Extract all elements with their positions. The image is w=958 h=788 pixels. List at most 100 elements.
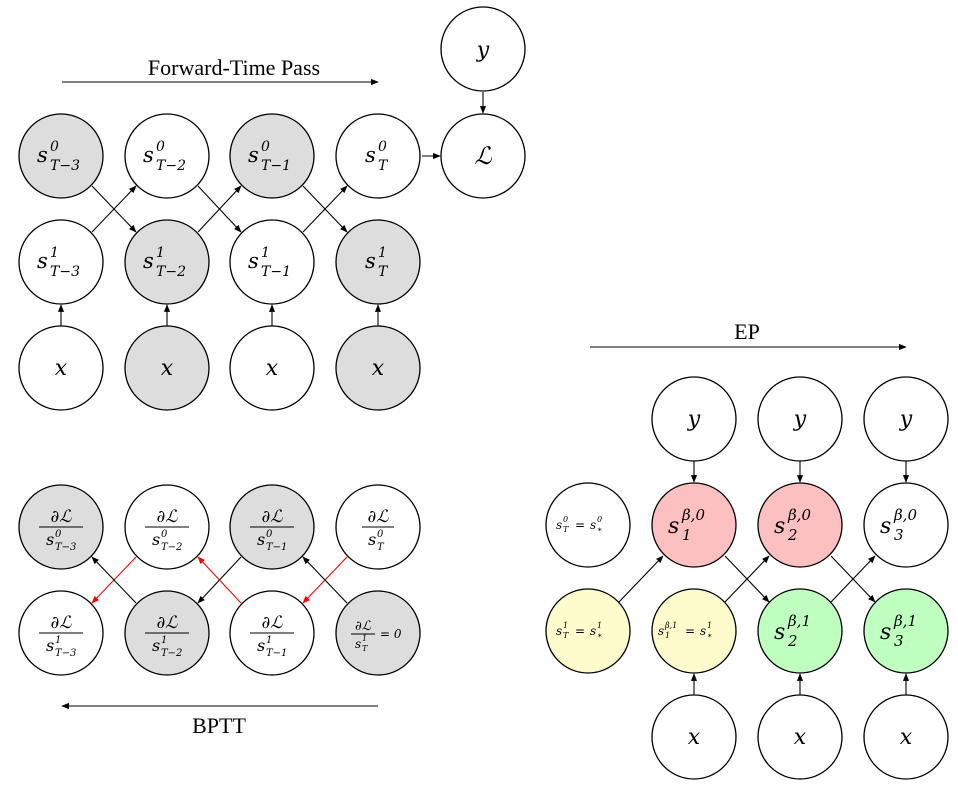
node-dL-ds0-t3: ∂ℒ s 0 T−3 xyxy=(18,484,104,570)
node-s0-t3: s 0 T−3 xyxy=(18,113,104,199)
edge-d1t1-to-d0t2 xyxy=(197,556,242,604)
node-dL-ds1-t3: ∂ℒ s 1 T−3 xyxy=(18,590,104,676)
svg-text:1: 1 xyxy=(597,621,602,630)
svg-text:0: 0 xyxy=(377,529,384,540)
svg-text:s: s xyxy=(143,249,154,273)
node-dL-ds1-t: ∂ℒ s 1 T = 0 xyxy=(335,590,421,676)
svg-text:0: 0 xyxy=(597,515,602,524)
node-x-1: x xyxy=(18,325,104,411)
node-dL-ds1-t1: ∂ℒ s 1 T−1 xyxy=(229,590,315,676)
node-dL-ds1-t2: ∂ℒ s 1 T−2 xyxy=(124,590,210,676)
node-y-forward: y xyxy=(440,6,526,92)
svg-text:s: s xyxy=(590,624,596,638)
svg-text:ℒ: ℒ xyxy=(474,142,492,170)
svg-text:s: s xyxy=(257,636,265,655)
svg-text:0: 0 xyxy=(563,515,568,524)
svg-text:T: T xyxy=(378,264,389,280)
edge-ep-s1t-to-s1b0 xyxy=(618,555,664,603)
node-ep-s2-b1: s β,1 2 xyxy=(757,588,843,674)
svg-text:T−3: T−3 xyxy=(50,264,80,280)
svg-text:T−1: T−1 xyxy=(266,648,287,659)
svg-text:∂ℒ: ∂ℒ xyxy=(261,507,283,527)
svg-text:=: = xyxy=(575,518,585,532)
svg-text:T−3: T−3 xyxy=(55,542,76,553)
svg-text:1: 1 xyxy=(707,621,712,630)
node-ep-s0-T: s 0 T = s 0 ∗ xyxy=(545,482,631,568)
svg-text:∗: ∗ xyxy=(597,631,602,640)
svg-text:s: s xyxy=(368,530,376,549)
node-x-2: x xyxy=(124,325,210,411)
svg-text:s: s xyxy=(143,143,154,167)
svg-text:s: s xyxy=(355,637,361,651)
node-s0-t2: s 0 T−2 xyxy=(124,113,210,199)
ep-edges xyxy=(618,461,910,695)
edge-ep-s1b1-to-s2b0 xyxy=(724,555,770,603)
svg-text:0: 0 xyxy=(266,529,273,540)
svg-text:x: x xyxy=(688,725,701,750)
svg-text:T−2: T−2 xyxy=(156,158,186,174)
svg-text:∂ℒ: ∂ℒ xyxy=(50,507,72,527)
svg-text:s: s xyxy=(46,636,54,655)
svg-text:s: s xyxy=(590,518,596,532)
svg-text:β,0: β,0 xyxy=(787,506,811,524)
node-ep-x-2: x xyxy=(757,694,843,780)
svg-text:0: 0 xyxy=(156,139,165,155)
svg-text:T−1: T−1 xyxy=(261,264,291,280)
svg-text:T−2: T−2 xyxy=(161,542,182,553)
svg-text:x: x xyxy=(900,725,913,750)
svg-text:0: 0 xyxy=(50,139,59,155)
svg-text:T−3: T−3 xyxy=(55,648,76,659)
svg-text:1: 1 xyxy=(665,631,670,640)
node-s0-t: s 0 T xyxy=(335,113,421,199)
node-x-3: x xyxy=(229,325,315,411)
svg-text:s: s xyxy=(880,620,891,645)
svg-text:∂ℒ: ∂ℒ xyxy=(367,507,389,527)
svg-text:T−1: T−1 xyxy=(261,158,291,174)
svg-text:x: x xyxy=(55,356,68,381)
bptt-title: BPTT xyxy=(192,713,246,738)
forward-nodes: y ℒ s 0 T−3 s 0 T−2 s 0 T−1 s 0 xyxy=(18,6,526,411)
edge-s1t2-to-s0t1 xyxy=(197,185,242,233)
svg-text:1: 1 xyxy=(378,245,387,261)
svg-text:s: s xyxy=(700,624,706,638)
svg-text:T−1: T−1 xyxy=(266,542,287,553)
svg-text:x: x xyxy=(794,725,807,750)
svg-text:s: s xyxy=(556,518,562,532)
bptt-edges xyxy=(91,556,348,604)
svg-text:= 0: = 0 xyxy=(380,627,402,641)
svg-text:s: s xyxy=(880,514,891,539)
edge-s1t3-to-s0t2 xyxy=(91,185,137,233)
svg-text:s: s xyxy=(248,249,259,273)
svg-text:s: s xyxy=(365,143,376,167)
svg-text:s: s xyxy=(248,143,259,167)
node-s1-t3: s 1 T−3 xyxy=(18,219,104,305)
svg-text:x: x xyxy=(161,356,174,381)
node-ep-s3-b0: s β,0 3 xyxy=(863,482,949,568)
svg-text:x: x xyxy=(372,356,385,381)
node-s1-t2: s 1 T−2 xyxy=(124,219,210,305)
svg-text:∂ℒ: ∂ℒ xyxy=(261,613,283,633)
node-x-4: x xyxy=(335,325,421,411)
node-s0-t1: s 0 T−1 xyxy=(229,113,315,199)
node-ep-s3-b1: s β,1 3 xyxy=(863,588,949,674)
node-ep-y-3: y xyxy=(863,376,949,462)
edge-d1t2-to-d0t3 xyxy=(91,556,137,604)
svg-text:β,0: β,0 xyxy=(681,506,705,524)
svg-text:1: 1 xyxy=(682,526,692,544)
svg-text:∂ℒ: ∂ℒ xyxy=(50,613,72,633)
svg-text:s: s xyxy=(774,620,785,645)
svg-text:1: 1 xyxy=(156,245,165,261)
node-ep-y-2: y xyxy=(757,376,843,462)
svg-text:x: x xyxy=(266,356,279,381)
svg-text:s: s xyxy=(46,530,54,549)
node-ep-y-1: y xyxy=(651,376,737,462)
svg-text:β,0: β,0 xyxy=(893,506,917,524)
node-dL-ds0-t: ∂ℒ s 0 T xyxy=(335,484,421,570)
svg-text:y: y xyxy=(793,407,807,432)
bptt-nodes: ∂ℒ s 0 T−3 ∂ℒ s 0 T−2 ∂ℒ s 0 T−1 ∂ℒ s xyxy=(18,484,421,676)
svg-text:s: s xyxy=(658,624,664,638)
node-ep-s1-T: s 1 T = s 1 ∗ xyxy=(545,588,631,674)
forward-edges xyxy=(57,92,487,326)
svg-text:β,1: β,1 xyxy=(664,621,677,630)
